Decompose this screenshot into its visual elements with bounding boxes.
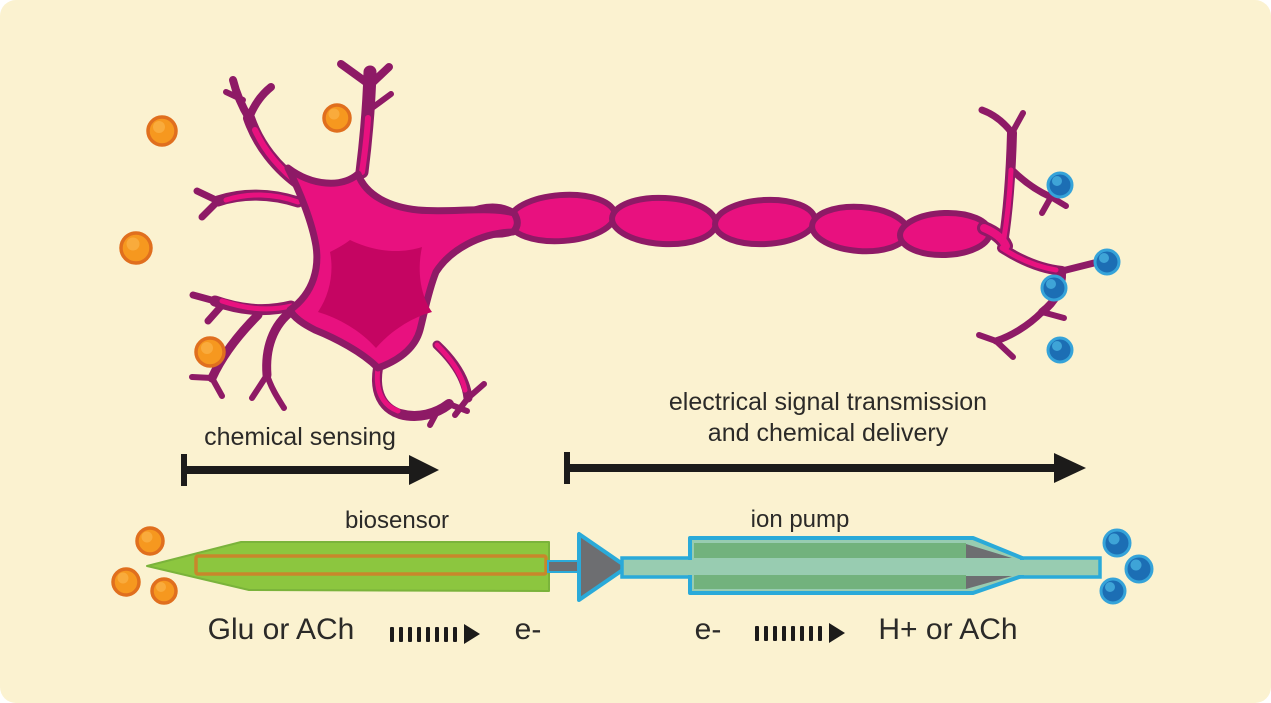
solid-right-arrow-right [564, 452, 1086, 484]
ion-pump-wedge-bottom [966, 576, 1012, 589]
orange-molecule-icon [322, 103, 352, 133]
orange-molecule-icon [150, 577, 178, 605]
electrical-transmission-label: electrical signal transmission and chemi… [669, 387, 987, 449]
soma [284, 164, 521, 372]
dashed-arrow-icon [755, 623, 845, 643]
biosensor-input-label: Glu or ACh [207, 613, 355, 646]
biosensor-electrode [194, 554, 548, 576]
biosensor-device [146, 532, 629, 602]
cartoon-neuron [189, 60, 1098, 428]
biosensor-output-label: e- [514, 613, 542, 646]
orange-molecules [111, 103, 352, 605]
orange-molecule-icon [135, 526, 165, 556]
orange-molecule-icon [111, 567, 141, 597]
electrical-transmission-line2: and chemical delivery [707, 419, 949, 447]
myelinated-axon [461, 191, 993, 259]
orange-molecule-icon [119, 231, 153, 265]
solid-right-arrow-left [181, 454, 439, 486]
chemical-sensing-label: chemical sensing [204, 423, 396, 451]
dashed-arrow-icon [390, 624, 480, 644]
blue-molecules [1040, 171, 1154, 605]
electrical-transmission-line1: electrical signal transmission [668, 388, 988, 416]
connector-stub [547, 560, 581, 573]
orange-molecule-icon [146, 115, 178, 147]
ion-pump-band-top [694, 543, 966, 558]
ion-pump-input-label: e- [694, 613, 722, 646]
ion-pump-channel-core [624, 560, 1098, 575]
ion-pump-output-label: H+ or ACh [878, 613, 1018, 646]
blue-molecule-icon [1040, 274, 1068, 302]
ion-pump-label: ion pump [750, 506, 850, 533]
ion-pump-wedge-top [966, 544, 1012, 558]
ion-pump-device [620, 536, 1102, 595]
biosensor-label: biosensor [344, 507, 450, 534]
blue-molecule-icon [1046, 336, 1074, 364]
blue-molecule-icon [1046, 171, 1074, 199]
blue-molecule-icon [1093, 248, 1121, 276]
blue-molecule-icon [1102, 528, 1132, 558]
biosensor-tip-body [146, 541, 550, 592]
ion-pump-band-bottom [694, 575, 966, 589]
axon-terminal [976, 106, 1098, 360]
blue-molecule-icon [1099, 577, 1127, 605]
blue-molecule-icon [1124, 554, 1154, 584]
connector-cone [577, 532, 629, 602]
orange-molecule-icon [194, 336, 226, 368]
